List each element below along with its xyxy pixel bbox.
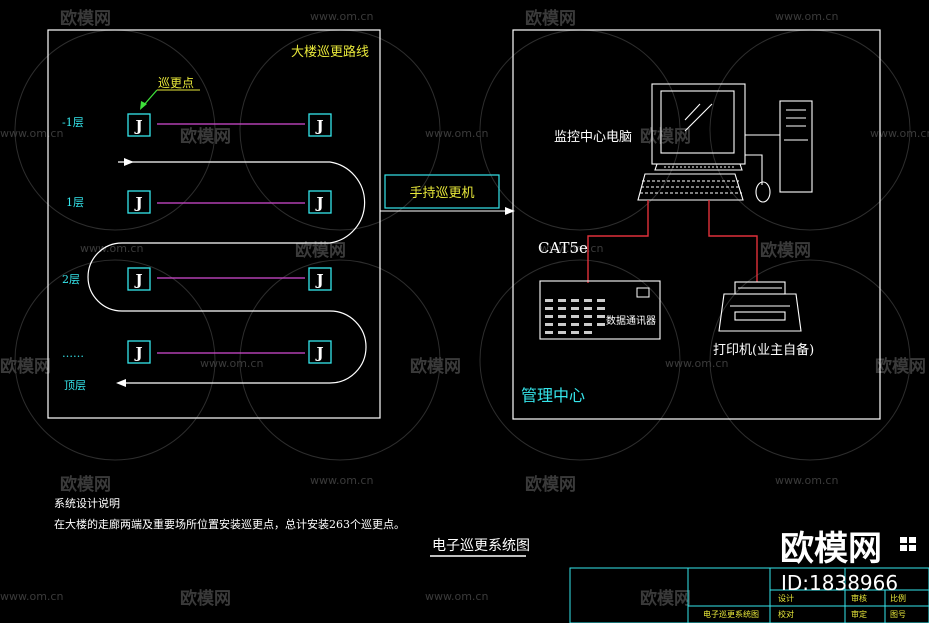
checkpoint-callout-label: 巡更点 xyxy=(158,76,194,90)
cat5e-cable xyxy=(587,200,649,283)
watermark-url: www.om.cn xyxy=(200,357,263,370)
watermark-brand: 欧模网 xyxy=(60,474,111,495)
watermark-brand: 欧模网 xyxy=(525,8,576,29)
route-end-arrow xyxy=(116,379,126,387)
title-block: 电子巡更系统图 设计 校对 审核 审定 比例 图号 xyxy=(569,567,929,623)
checkpoint-glyph: J xyxy=(314,117,323,135)
checkpoint-glyph: J xyxy=(133,344,142,362)
handheld-box xyxy=(384,174,500,209)
notes-body: 在大楼的走廊两端及重要场所位置安装巡更点，总计安装263个巡更点。 xyxy=(54,517,405,531)
cable-label: CAT5e xyxy=(538,239,588,257)
patrol-route-path xyxy=(87,161,367,384)
checkpoint-box: J xyxy=(127,190,151,214)
checkpoint-box: J xyxy=(127,113,151,137)
title-block-row-label: 审定 xyxy=(851,609,867,619)
watermark-url: www.om.cn xyxy=(425,590,488,603)
printer-cable xyxy=(708,200,758,282)
drawing-title: 电子巡更系统图 xyxy=(432,538,530,554)
watermark-brand: 欧模网 xyxy=(640,126,691,147)
checkpoint-box: J xyxy=(308,113,332,137)
handheld-label: 手持巡更机 xyxy=(409,186,474,201)
management-frame xyxy=(512,29,881,420)
watermark-brand: 欧模网 xyxy=(760,240,811,261)
checkpoint-grid: J J J J J J J xyxy=(127,113,332,364)
computer-label: 监控中心电脑 xyxy=(554,130,632,145)
checkpoint-glyph: J xyxy=(314,271,323,289)
data-communicator-icon xyxy=(539,280,661,340)
management-panel: 管理中心 监控中心电脑 CAT5e xyxy=(512,29,881,420)
building-title: 大楼巡更路线 xyxy=(291,44,369,60)
brand-grid-icon xyxy=(900,537,916,551)
floor-label: …… xyxy=(62,347,84,360)
watermark-url: www.om.cn xyxy=(0,127,63,140)
watermark-url: www.om.cn xyxy=(310,10,373,23)
title-block-row-label: 校对 xyxy=(778,609,794,619)
watermark-brand: 欧模网 xyxy=(0,356,51,377)
watermark-url: www.om.cn xyxy=(425,127,488,140)
watermark-brand: 欧模网 xyxy=(180,126,231,147)
computer-icon xyxy=(637,83,813,203)
route-start-arrow xyxy=(124,158,134,166)
checkpoint-box: J xyxy=(308,340,332,364)
watermark-brand: 欧模网 xyxy=(410,356,461,377)
floor-label: -1层 xyxy=(62,116,84,129)
design-notes: 系统设计说明 在大楼的走廊两端及重要场所位置安装巡更点，总计安装263个巡更点。 xyxy=(54,496,405,531)
watermark-brand: 欧模网 xyxy=(180,588,231,609)
title-block-row-label: 设计 xyxy=(778,593,794,603)
floor-label: 1层 xyxy=(66,196,84,209)
title-block-row-label: 审核 xyxy=(851,593,867,603)
watermark-url: www.om.cn xyxy=(775,474,838,487)
checkpoint-glyph: J xyxy=(314,194,323,212)
brand-stamp-name: 欧模网 xyxy=(780,529,882,569)
printer-label: 打印机(业主自备) xyxy=(713,342,814,358)
checkpoint-box: J xyxy=(308,190,332,214)
watermark-url: www.om.cn xyxy=(0,590,63,603)
brand-stamp: 欧模网 ID:1838966 xyxy=(780,529,916,595)
floor-label: 顶层 xyxy=(64,379,86,392)
watermark-brand: 欧模网 xyxy=(60,8,111,29)
checkpoint-glyph: J xyxy=(133,117,142,135)
watermark-url: www.om.cn xyxy=(775,10,838,23)
checkpoint-box: J xyxy=(308,267,332,291)
printer-icon xyxy=(718,281,802,332)
handheld-device: 手持巡更机 xyxy=(380,174,515,215)
communicator-label: 数据通讯器 xyxy=(606,314,656,327)
watermark-url: www.om.cn xyxy=(870,127,929,140)
watermark-url: www.om.cn xyxy=(80,242,143,255)
watermark-brand: 欧模网 xyxy=(525,474,576,495)
checkpoint-glyph: J xyxy=(133,194,142,212)
watermark-url: www.om.cn xyxy=(310,474,373,487)
watermark-brand: 欧模网 xyxy=(295,240,346,261)
watermark-url: www.om.cn xyxy=(665,357,728,370)
callout-arrowhead xyxy=(140,101,147,110)
title-block-drawing-name: 电子巡更系统图 xyxy=(703,609,759,619)
upload-arrowhead xyxy=(505,207,515,215)
floor-label: 2层 xyxy=(62,273,80,286)
watermark-brand: 欧模网 xyxy=(875,356,926,377)
checkpoint-box: J xyxy=(127,267,151,291)
building-route-panel: 大楼巡更路线 巡更点 -1层 1层 2层 …… 顶层 J xyxy=(47,29,381,419)
title-block-col-label: 比例 xyxy=(890,593,906,603)
building-frame xyxy=(47,29,381,419)
brand-stamp-id: ID:1838966 xyxy=(781,571,898,595)
notes-heading: 系统设计说明 xyxy=(54,496,120,510)
title-block-col-label: 图号 xyxy=(890,610,906,619)
management-title: 管理中心 xyxy=(521,386,585,405)
checkpoint-glyph: J xyxy=(133,271,142,289)
watermark-layer: 欧模网 欧模网 欧模网 欧模网 欧模网 欧模网 欧模网 欧模网 欧模网 欧模网 … xyxy=(0,8,929,609)
watermark-brand: 欧模网 xyxy=(640,588,691,609)
checkpoint-glyph: J xyxy=(314,344,323,362)
checkpoint-box: J xyxy=(127,340,151,364)
